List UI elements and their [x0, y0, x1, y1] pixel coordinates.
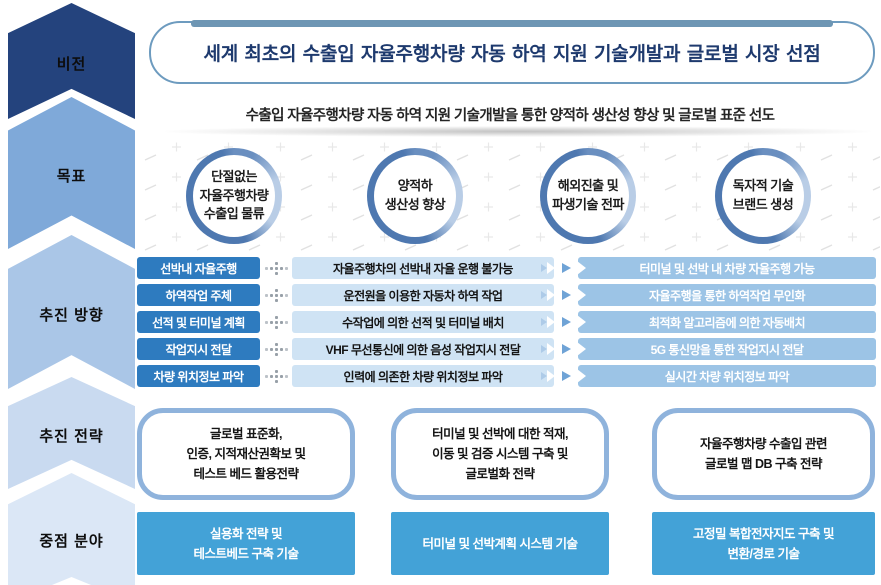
dots-icon [260, 284, 292, 306]
stage-label-focus: 중점 분야 [39, 532, 104, 550]
direction-topic: 작업지시 전달 [137, 338, 260, 360]
stage-label-vision: 비전 [56, 55, 87, 73]
stage-chevron-strategy: 추진 전략 [8, 377, 135, 489]
objective-circle-brand: 독자적 기술 브랜드 생성 [715, 148, 811, 244]
dots-icon [260, 311, 292, 333]
future-state: 자율주행을 통한 하역작업 무인화 [578, 284, 876, 306]
objective-circle-logistics: 단절없는 자율주행차량 수출입 물류 [186, 148, 282, 244]
objective-text: 독자적 기술 브랜드 생성 [722, 155, 804, 237]
dots-icon [260, 257, 292, 279]
future-state: 5G 통신망을 통한 작업지시 전달 [578, 338, 876, 360]
arrow-right-icon [554, 365, 578, 387]
focus-box-map: 고정밀 복합전자지도 구축 및 변환/경로 기술 [652, 512, 875, 575]
objective-text: 양적하 생산성 향상 [374, 155, 456, 237]
strategy-capsule-standardization: 글로벌 표준화, 인증, 지적재산권확보 및 테스트 베드 활용전략 [137, 408, 355, 500]
arrow-right-icon [554, 338, 578, 360]
direction-topic: 하역작업 주체 [137, 284, 260, 306]
objective-text: 해외진출 및 파생기술 전파 [547, 155, 629, 237]
focus-box-testbed: 실용화 전략 및 테스트베드 구축 기술 [137, 512, 355, 575]
direction-row: 하역작업 주체 운전원을 이용한 자동차 하역 작업 자율주행을 통한 하역작업… [137, 284, 876, 306]
focus-box-terminal: 터미널 및 선박계획 시스템 기술 [391, 512, 609, 575]
goal-shadow-divider [165, 126, 871, 137]
future-state: 터미널 및 선박 내 차량 자율주행 가능 [578, 257, 876, 279]
direction-rows: 선박내 자율주행 자율주행차의 선박내 자율 운행 불가능 터미널 및 선박 내… [137, 257, 876, 387]
current-state: 운전원을 이용한 자동차 하역 작업 [292, 284, 554, 306]
arrow-right-icon [554, 284, 578, 306]
stage-label-strategy: 추진 전략 [39, 427, 104, 445]
direction-topic: 선적 및 터미널 계획 [137, 311, 260, 333]
direction-row: 선박내 자율주행 자율주행차의 선박내 자율 운행 불가능 터미널 및 선박 내… [137, 257, 876, 279]
stage-chevron-focus: 중점 분야 [8, 473, 135, 585]
current-state: 수작업에 의한 선적 및 터미널 배치 [292, 311, 554, 333]
future-state: 최적화 알고리즘에 의한 자동배치 [578, 311, 876, 333]
direction-topic: 선박내 자율주행 [137, 257, 260, 279]
stage-chevron-direction: 추진 방향 [8, 235, 135, 389]
current-state: 인력에 의존한 차량 위치정보 파악 [292, 365, 554, 387]
strategy-capsule-mapdb: 자율주행차량 수출입 관련 글로벌 맵 DB 구축 전략 [652, 408, 875, 500]
direction-topic: 차량 위치정보 파악 [137, 365, 260, 387]
strategy-capsule-system: 터미널 및 선박에 대한 적재, 이동 및 검증 시스템 구축 및 글로벌화 전… [391, 408, 609, 500]
stage-label-direction: 추진 방향 [39, 306, 104, 324]
arrow-right-icon [554, 257, 578, 279]
current-state: 자율주행차의 선박내 자율 운행 불가능 [292, 257, 554, 279]
direction-row: 차량 위치정보 파악 인력에 의존한 차량 위치정보 파악 실시간 차량 위치정… [137, 365, 876, 387]
vision-title: 세계 최초의 수출입 자율주행차량 자동 하역 지원 기술개발과 글로벌 시장 … [203, 43, 821, 65]
future-state: 실시간 차량 위치정보 파악 [578, 365, 876, 387]
direction-row: 작업지시 전달 VHF 무선통신에 의한 음성 작업지시 전달 5G 통신망을 … [137, 338, 876, 360]
direction-row: 선적 및 터미널 계획 수작업에 의한 선적 및 터미널 배치 최적화 알고리즘… [137, 311, 876, 333]
objective-circle-overseas: 해외진출 및 파생기술 전파 [540, 148, 636, 244]
dots-icon [260, 365, 292, 387]
goal-statement: 수출입 자율주행차량 자동 하역 지원 기술개발을 통한 양적하 생산성 향상 … [245, 108, 775, 124]
current-state: VHF 무선통신에 의한 음성 작업지시 전달 [292, 338, 554, 360]
stage-label-goal: 목표 [56, 167, 87, 185]
arrow-right-icon [554, 311, 578, 333]
stage-chevron-goal: 목표 [8, 97, 135, 249]
objective-text: 단절없는 자율주행차량 수출입 물류 [193, 155, 275, 237]
objective-circle-productivity: 양적하 생산성 향상 [367, 148, 463, 244]
dots-icon [260, 338, 292, 360]
vision-banner: 세계 최초의 수출입 자율주행차량 자동 하역 지원 기술개발과 글로벌 시장 … [149, 20, 875, 84]
